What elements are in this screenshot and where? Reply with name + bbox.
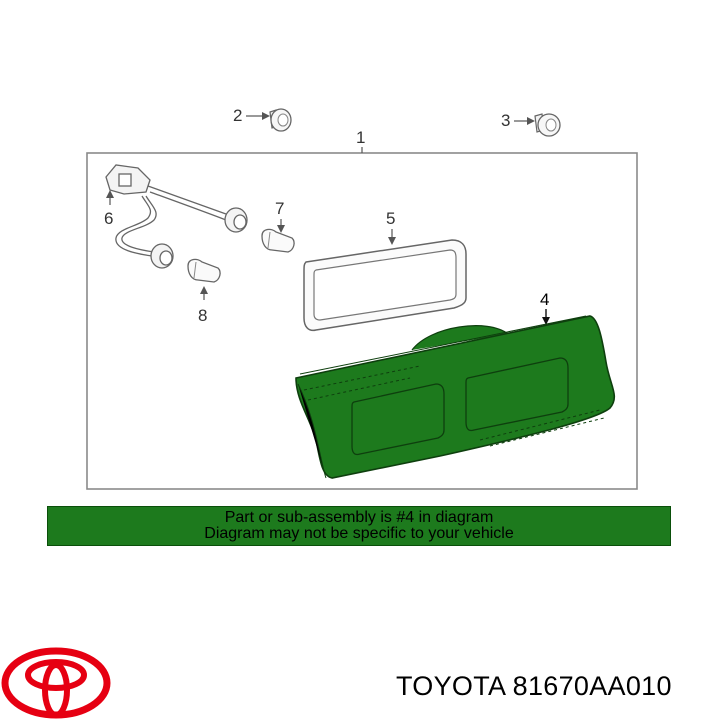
arrow-4 (542, 317, 550, 325)
callout-6: 6 (104, 209, 113, 228)
gasket-icon (303, 239, 467, 332)
clip-3-icon (534, 113, 561, 137)
part-number: TOYOTA 81670AA010 (396, 671, 672, 701)
socket-wire-icon (105, 164, 248, 269)
note-banner: Part or sub-assembly is #4 in diagram Di… (47, 506, 671, 546)
callout-2: 2 (233, 106, 242, 125)
callout-4: 4 (540, 290, 549, 309)
callout-1: 1 (356, 128, 365, 147)
callout-5: 5 (386, 209, 395, 228)
note-line-2: Diagram may not be specific to your vehi… (204, 525, 514, 542)
arrow-3 (527, 117, 535, 125)
note-line-1: Part or sub-assembly is #4 in diagram (224, 509, 494, 526)
callout-8: 8 (198, 306, 207, 325)
lamp-lens-icon (295, 315, 615, 479)
arrow-6 (106, 190, 114, 198)
arrow-8 (200, 286, 208, 294)
bulb-7-icon (261, 228, 295, 253)
arrow-5 (388, 237, 396, 245)
clip-2-icon (269, 108, 292, 132)
bulb-8-icon (187, 258, 221, 283)
callout-3: 3 (501, 111, 510, 130)
callout-7: 7 (275, 199, 284, 218)
arrow-7 (277, 225, 285, 233)
toyota-logo-icon (1, 647, 111, 719)
arrow-2 (262, 112, 270, 120)
